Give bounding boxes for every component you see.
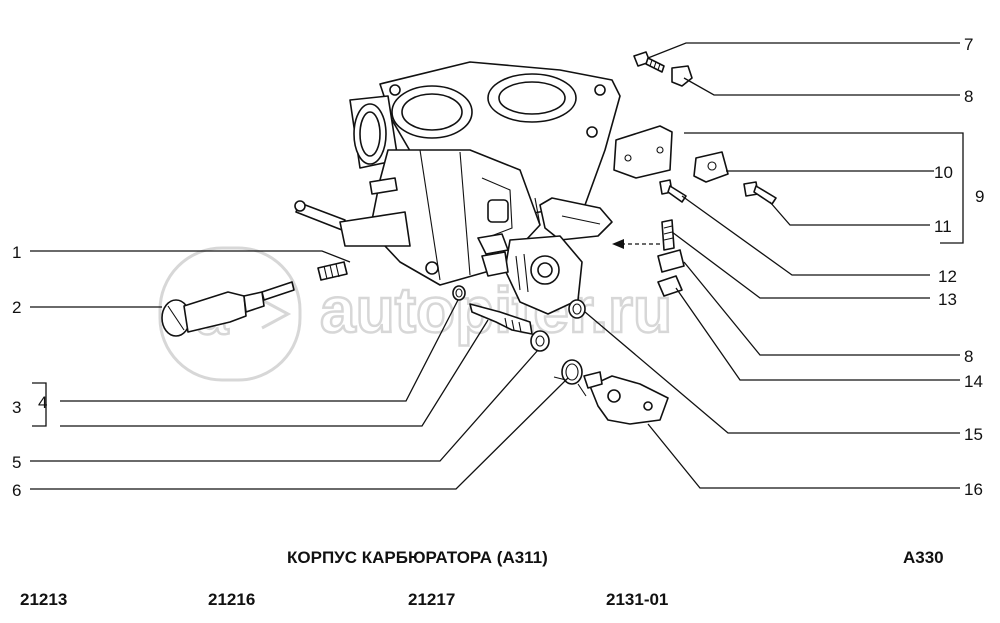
part-12-screw	[659, 179, 687, 203]
model-code: 2131-01	[606, 590, 669, 609]
part-15-washer	[568, 299, 586, 319]
model-code: 21216	[208, 590, 256, 609]
part-2-screw	[161, 281, 295, 337]
callout-10: 10	[934, 163, 953, 182]
callout-12: 12	[938, 267, 957, 286]
callout-8-top: 8	[964, 87, 973, 106]
callout-15: 15	[964, 425, 983, 444]
part-7-screw	[633, 51, 665, 73]
part-8-clamp	[671, 65, 693, 87]
part-4-ring	[452, 285, 466, 301]
callout-3: 3	[12, 398, 21, 417]
part-5-needle	[469, 303, 533, 335]
diagram-title: КОРПУС КАРБЮРАТОРА (А311)	[287, 548, 548, 567]
watermark-text: autopiter.ru	[320, 274, 672, 346]
part-11-screw	[743, 181, 777, 205]
assembly-arrow	[612, 239, 660, 249]
part-6-bushing	[530, 330, 550, 352]
part-8-clamp-lower	[657, 249, 685, 273]
part-14-clip	[657, 275, 683, 297]
part-16-lever	[583, 371, 669, 425]
callout-numbers: 1 2 3 4 5 6 7 8 9 10 11 12 13 8 14 15 16	[12, 35, 984, 500]
callout-16: 16	[964, 480, 983, 499]
callout-2: 2	[12, 298, 21, 317]
callout-14: 14	[964, 372, 983, 391]
diagram-code: А330	[903, 548, 944, 567]
callout-5: 5	[12, 453, 21, 472]
callout-8-bottom: 8	[964, 347, 973, 366]
part-10-plate	[693, 151, 729, 183]
callout-13: 13	[938, 290, 957, 309]
watermark: a autopiter.ru	[158, 246, 673, 382]
model-code: 21217	[408, 590, 456, 609]
leader-lines	[30, 42, 964, 490]
carburetor-body	[294, 61, 621, 315]
callout-9: 9	[975, 187, 984, 206]
callout-4: 4	[38, 393, 47, 412]
part-1-spring	[317, 261, 348, 281]
model-code: 21213	[20, 590, 68, 609]
callout-6: 6	[12, 481, 21, 500]
part-6-spring	[553, 359, 587, 397]
part-13-fitting	[661, 219, 675, 251]
callout-7: 7	[964, 35, 973, 54]
callout-1: 1	[12, 243, 21, 262]
callout-11: 11	[934, 217, 952, 236]
part-9-bracket	[613, 125, 673, 179]
